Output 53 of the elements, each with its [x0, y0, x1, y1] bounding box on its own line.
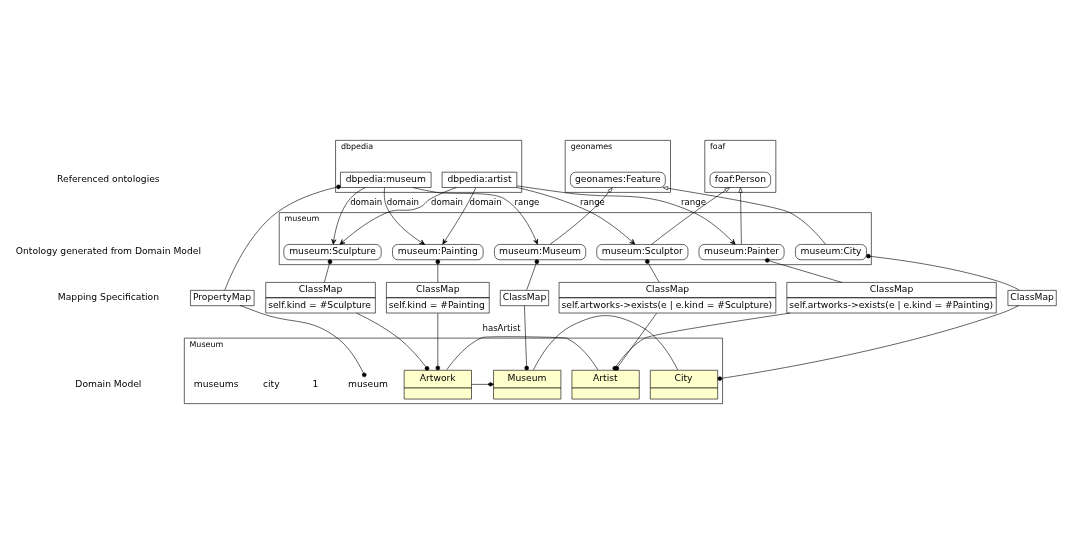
edge-label: domain: [430, 197, 464, 208]
node-box: dbpedia:artist: [441, 171, 518, 188]
arrow: [383, 187, 426, 245]
connector: [324, 259, 333, 283]
connector: [446, 336, 599, 371]
node-box: ClassMap: [499, 290, 549, 306]
connector: [435, 312, 441, 371]
connector: [239, 305, 367, 378]
node-box: museum:Museum: [494, 244, 586, 261]
connector: [645, 259, 660, 283]
label: Domain Model: [75, 377, 142, 389]
connector: [765, 258, 843, 283]
edge-label: range: [514, 197, 540, 208]
connector: [471, 382, 494, 387]
label: Referenced ontologies: [57, 172, 160, 184]
connector: [224, 184, 341, 291]
label: 1: [312, 377, 319, 389]
arrow: [412, 187, 538, 245]
arrow: [442, 187, 477, 245]
arrow: [516, 187, 636, 245]
node-box: PropertyMap: [190, 290, 255, 306]
node-box: museum:City: [795, 244, 867, 261]
edge-label: domain: [469, 197, 502, 208]
label: Mapping Specification: [57, 290, 159, 302]
connector: [435, 259, 441, 283]
node-box: museum:Painting: [392, 244, 484, 261]
edge-label: hasArtist: [482, 322, 521, 333]
edge-label: range: [681, 197, 706, 208]
label: Ontology generated from Domain Model: [15, 245, 201, 257]
connector: [356, 312, 430, 371]
node-box: foaf:Person: [709, 171, 771, 188]
node-box: dbpedia:museum: [340, 171, 432, 188]
label: city: [262, 377, 280, 389]
node-box: ClassMap: [1007, 290, 1057, 306]
node-box: geonames:Feature: [570, 171, 666, 188]
edge-label: range: [579, 197, 605, 208]
connector: [866, 253, 1020, 291]
node-box: museum:Sculptor: [596, 244, 689, 261]
arrow: [516, 185, 736, 245]
connector: [717, 305, 1020, 381]
connector: [524, 305, 529, 371]
arrow: [339, 187, 457, 245]
arrow: [662, 186, 826, 245]
edge-label: domain: [350, 197, 383, 208]
node-box: museum:Sculpture: [283, 244, 382, 261]
node-text: museum: [348, 377, 388, 389]
edge-label: domain: [386, 197, 419, 208]
arrow: [549, 187, 613, 245]
arrow: [331, 187, 366, 245]
connector: [526, 259, 540, 291]
arrow: [651, 187, 730, 245]
arrow: [738, 187, 743, 245]
label: museums: [193, 377, 239, 389]
